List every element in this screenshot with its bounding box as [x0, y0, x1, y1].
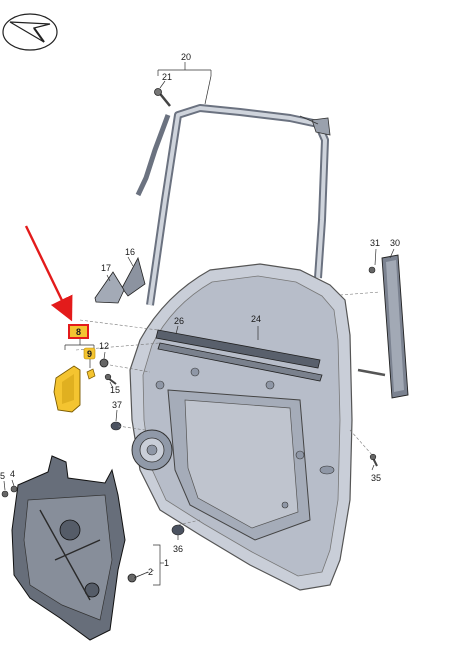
mirror-cover-trim-16 — [121, 256, 146, 297]
label-part-8: 8 — [76, 327, 81, 337]
label-part-35: 35 — [371, 473, 381, 483]
label-part-2: 2 — [148, 567, 153, 577]
label-part-37: 37 — [112, 400, 122, 410]
label-part-24: 24 — [251, 314, 261, 324]
label-part-17: 17 — [101, 263, 111, 273]
label-part-12: 12 — [99, 341, 109, 351]
label-part-1: 1 — [164, 558, 169, 568]
label-part-16: 16 — [125, 247, 135, 257]
window-regulator-1 — [11, 455, 137, 641]
label-part-20: 20 — [181, 52, 191, 62]
nut-12 — [99, 358, 109, 368]
label-part-26: 26 — [174, 316, 184, 326]
bolt-35 — [369, 453, 378, 467]
label-part-36: 36 — [173, 544, 183, 554]
callout-leaders — [3, 62, 395, 586]
mirror-cover-trim-17 — [94, 271, 125, 304]
window-strip-26 — [155, 329, 321, 369]
bolt-15 — [104, 373, 117, 385]
window-guide-rail-30 — [357, 254, 409, 399]
highlight-frame-8 — [68, 324, 89, 339]
label-part-9: 9 — [87, 349, 92, 359]
label-part-5: 5 — [0, 471, 5, 481]
window-strip-24 — [157, 342, 323, 382]
highlight-badge-9 — [83, 347, 96, 360]
highlighted-clip-9 — [86, 368, 96, 380]
screw-21 — [154, 88, 171, 107]
grommet-36 — [171, 524, 185, 536]
assembly-guide-lines — [75, 291, 381, 579]
door-shell — [129, 263, 353, 591]
label-part-15: 15 — [110, 385, 120, 395]
highlighted-bracket-8 — [53, 365, 81, 413]
bolt-5 — [1, 490, 9, 498]
bolt-4 — [10, 485, 18, 493]
label-part-31: 31 — [370, 238, 380, 248]
pointer-arrow — [24, 225, 73, 322]
label-part-30: 30 — [390, 238, 400, 248]
grommet-37 — [110, 421, 122, 431]
label-part-21: 21 — [162, 72, 172, 82]
view-direction-arrow-icon — [2, 13, 58, 51]
window-frame-seal — [135, 104, 331, 306]
label-part-4: 4 — [10, 469, 15, 479]
